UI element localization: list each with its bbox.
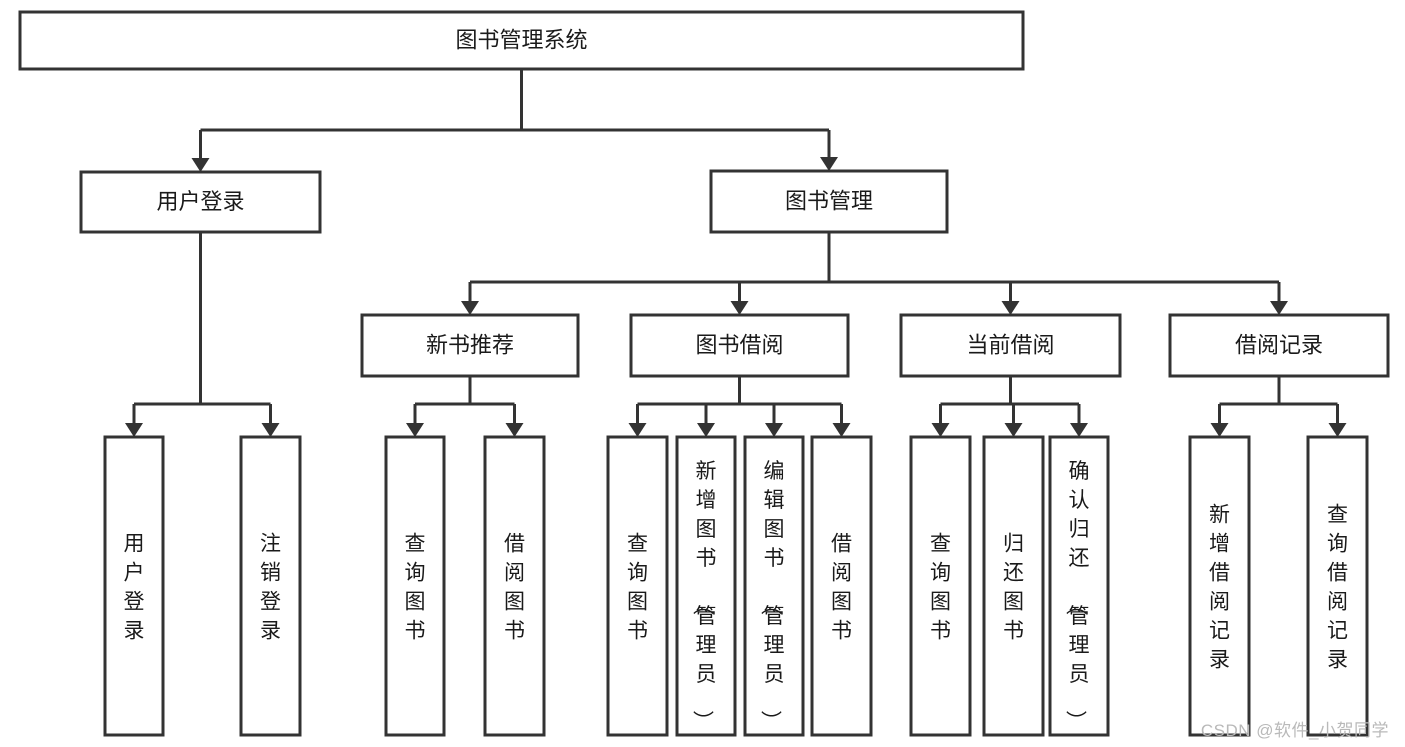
node-leaf-query-record[interactable]: 查询借阅记录 [1306,435,1369,737]
node-label: 新增图书（管理员） [691,460,717,731]
node-leaf-logout[interactable]: 注销登录 [239,435,302,737]
node-box [483,435,546,737]
node-label: 借阅记录 [1235,332,1323,357]
node-label: 查询图书 [405,533,426,643]
node-box [1306,435,1369,737]
node-label: 查询借阅记录 [1327,504,1348,672]
node-label: 用户登录 [156,189,244,214]
node-box [899,313,1122,378]
node-leaf-query-book-3[interactable]: 查询图书 [909,435,972,737]
node-label: 借阅图书 [504,533,525,643]
node-borrow-record[interactable]: 借阅记录 [1168,313,1390,378]
node-new-book-rec[interactable]: 新书推荐 [360,313,580,378]
node-book-mgmt[interactable]: 图书管理 [709,169,949,234]
node-box [1048,435,1110,737]
node-box [606,435,669,737]
node-leaf-return-book[interactable]: 归还图书 [982,435,1045,737]
node-box [629,313,850,378]
node-box [103,435,165,737]
node-box [909,435,972,737]
node-leaf-add-book[interactable]: 新增图书（管理员） [675,435,737,737]
node-label: 用户登录 [124,533,145,643]
node-label: 图书管理 [785,188,873,213]
node-leaf-add-record[interactable]: 新增借阅记录 [1188,435,1251,737]
node-label: 借阅图书 [831,533,852,643]
node-label: 归还图书 [1003,533,1024,643]
node-label: 图书管理系统 [455,27,587,52]
node-box [360,313,580,378]
node-label: 图书借阅 [695,332,783,357]
node-box [18,10,1025,71]
node-label: 确认归还（管理员） [1064,460,1090,731]
node-box [1168,313,1390,378]
node-box [982,435,1045,737]
node-user-login[interactable]: 用户登录 [79,170,322,234]
node-leaf-confirm-return[interactable]: 确认归还（管理员） [1048,435,1110,737]
node-layer: 图书管理系统用户登录图书管理新书推荐图书借阅当前借阅借阅记录用户登录注销登录查询… [18,10,1390,737]
node-label: 查询图书 [627,533,648,643]
node-box [810,435,873,737]
node-label: 新增借阅记录 [1209,504,1230,672]
node-box [743,435,805,737]
node-leaf-borrow-book-1[interactable]: 借阅图书 [483,435,546,737]
node-box [239,435,302,737]
node-box [384,435,446,737]
node-leaf-borrow-book-2[interactable]: 借阅图书 [810,435,873,737]
node-label: 新书推荐 [426,332,514,357]
node-book-borrow[interactable]: 图书借阅 [629,313,850,378]
node-label: 查询图书 [930,533,951,643]
node-box [709,169,949,234]
node-leaf-edit-book[interactable]: 编辑图书（管理员） [743,435,805,737]
node-leaf-query-book-2[interactable]: 查询图书 [606,435,669,737]
node-box [675,435,737,737]
node-box [1188,435,1251,737]
node-label: 注销登录 [260,533,281,643]
node-current-borrow[interactable]: 当前借阅 [899,313,1122,378]
node-root[interactable]: 图书管理系统 [18,10,1025,71]
node-label: 编辑图书（管理员） [759,460,785,731]
node-box [79,170,322,234]
connector-layer [125,69,1347,437]
node-leaf-query-book-1[interactable]: 查询图书 [384,435,446,737]
node-label: 当前借阅 [966,332,1054,357]
node-leaf-user-login[interactable]: 用户登录 [103,435,165,737]
